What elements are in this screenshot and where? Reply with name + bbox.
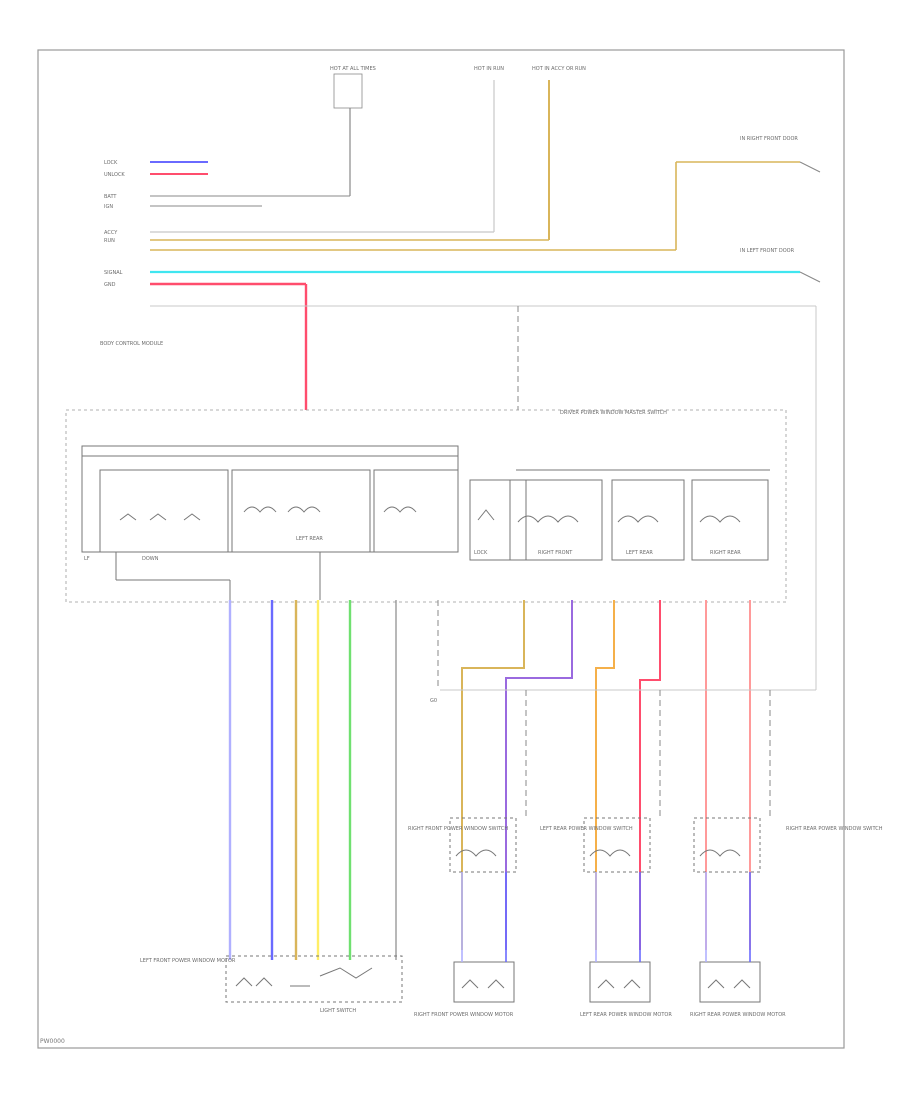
door-switch-lf-label: IN LEFT FRONT DOOR — [740, 248, 795, 254]
motor-lr — [589, 961, 651, 1003]
page-frame — [37, 49, 845, 1049]
motor-rr — [699, 961, 761, 1003]
light-switch-label: LIGHT SWITCH — [320, 1008, 356, 1014]
fuse-2-label: HOT IN RUN — [474, 66, 504, 72]
sw-left-rear-label: LEFT REAR — [296, 536, 323, 542]
remote-switch-rf-label: RIGHT FRONT POWER WINDOW SWITCH — [408, 826, 508, 832]
sw-right-front-label: RIGHT FRONT — [538, 550, 573, 556]
remote-switch-rf — [449, 817, 517, 873]
switch-group-right — [469, 469, 770, 561]
motor-lf — [225, 955, 403, 1003]
sw-lock-label: LOCK — [474, 550, 488, 556]
remote-switch-lr — [583, 817, 651, 873]
fuse-3-label: HOT IN ACCY OR RUN — [532, 66, 586, 72]
remote-switch-rr-label: RIGHT REAR POWER WINDOW SWITCH — [786, 826, 883, 832]
bcm-pin-label: RUN — [104, 238, 115, 244]
motor-rr-label: RIGHT REAR POWER WINDOW MOTOR — [690, 1012, 786, 1018]
down-wires-right — [440, 600, 816, 950]
switch-to-motor-wires — [461, 872, 751, 962]
bcm-pin-label: GND — [104, 282, 116, 288]
bcm-pin-label: UNLOCK — [104, 172, 125, 178]
sw-lf-label: LF — [84, 556, 90, 562]
sw-left-rear-b-label: LEFT REAR — [626, 550, 653, 556]
ground-label: G0 — [430, 698, 437, 704]
master-switch-box — [65, 409, 787, 603]
remote-switch-rr — [693, 817, 761, 873]
master-switch-label: DRIVER POWER WINDOW MASTER SWITCH — [560, 410, 667, 416]
bcm-pin-label: SIGNAL — [104, 270, 123, 276]
figure-id: PW0000 — [40, 1038, 65, 1045]
bcm-pin-label: BATT — [104, 194, 117, 200]
switch-group-left — [81, 445, 459, 600]
bcm-pin-label: LOCK — [104, 160, 118, 166]
remote-switch-lr-label: LEFT REAR POWER WINDOW SWITCH — [540, 826, 633, 832]
door-switch-rf: IN RIGHT FRONT DOOR — [740, 136, 821, 173]
motor-rf — [453, 961, 515, 1003]
down-wires-left — [228, 600, 439, 960]
sw-down-label: DOWN — [142, 556, 159, 562]
bcm-feed-wires — [150, 161, 817, 690]
bcm-pin-label: IGN — [104, 204, 113, 210]
motor-rf-label: RIGHT FRONT POWER WINDOW MOTOR — [414, 1012, 514, 1018]
bcm-label: BODY CONTROL MODULE — [100, 341, 163, 347]
motor-lr-label: LEFT REAR POWER WINDOW MOTOR — [580, 1012, 672, 1018]
bcm-pin-labels: LOCK UNLOCK BATT IGN ACCY RUN SIGNAL GND — [104, 160, 125, 288]
fuse-block-1: HOT AT ALL TIMES — [330, 66, 376, 196]
fuse-block-3: HOT IN ACCY OR RUN — [532, 66, 586, 240]
motor-lf-label: LEFT FRONT POWER WINDOW MOTOR — [140, 958, 236, 964]
door-switch-lf: IN LEFT FRONT DOOR — [740, 248, 821, 283]
bcm-pin-label: ACCY — [104, 230, 118, 236]
bcm-connector: BODY CONTROL MODULE — [100, 341, 163, 347]
fuse-1-label: HOT AT ALL TIMES — [330, 66, 376, 72]
sw-right-rear-label: RIGHT REAR — [710, 550, 741, 556]
fuse-block-2: HOT IN RUN — [474, 66, 504, 232]
door-switch-rf-label: IN RIGHT FRONT DOOR — [740, 136, 798, 142]
